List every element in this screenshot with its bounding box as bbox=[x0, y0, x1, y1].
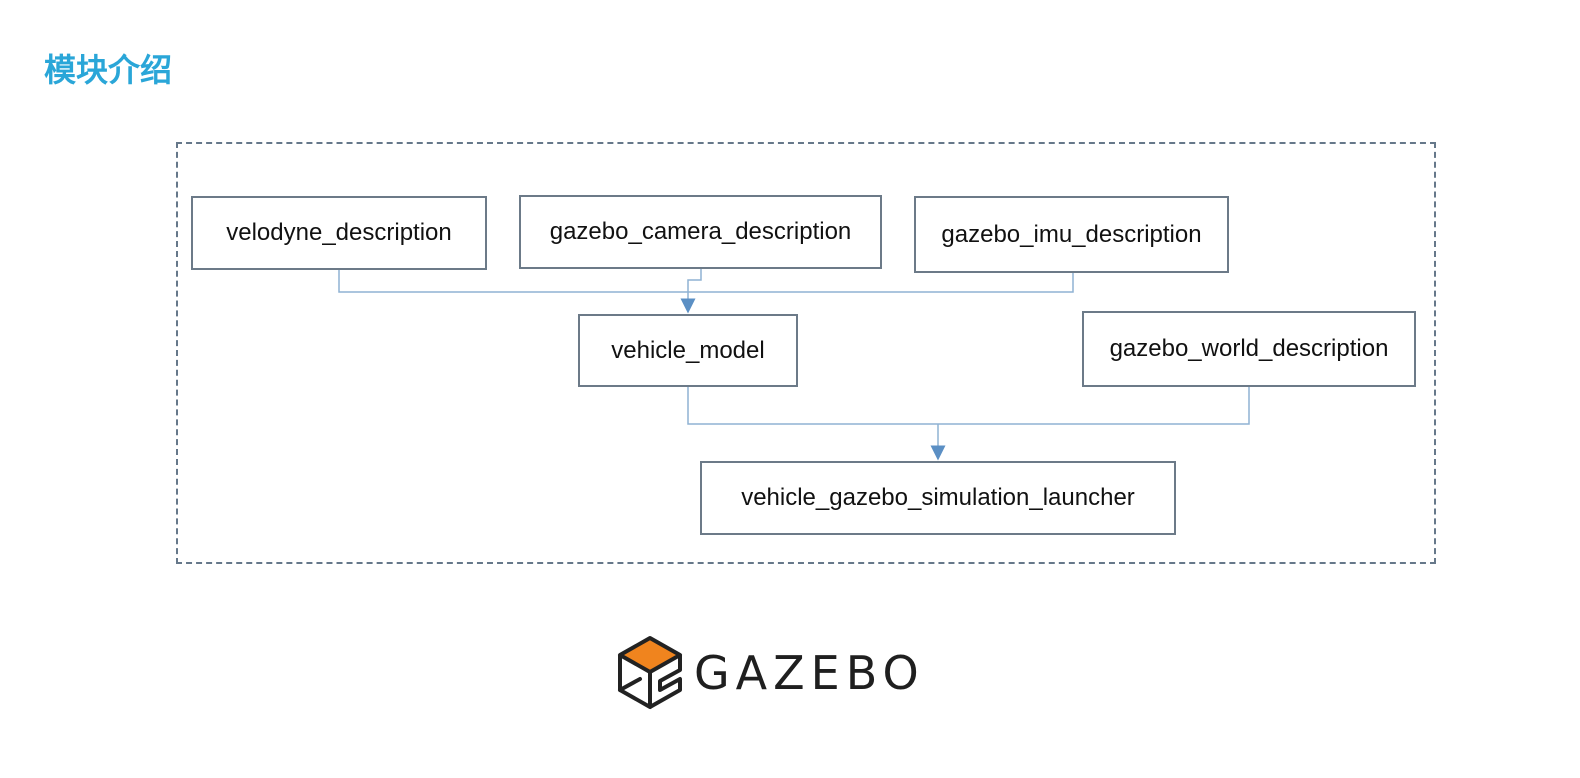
module-label: gazebo_world_description bbox=[1109, 335, 1389, 362]
gazebo-logo: GAZEBO bbox=[616, 634, 925, 712]
module-gazebo-camera-description: gazebo_camera_description bbox=[519, 195, 882, 269]
edge-vehicle-to-launcher bbox=[687, 387, 938, 425]
module-label: velodyne_description bbox=[226, 219, 452, 246]
edge-velodyne-to-vehicle bbox=[338, 270, 688, 293]
gazebo-cube-logo-icon bbox=[618, 636, 682, 709]
module-label: gazebo_camera_description bbox=[549, 218, 852, 245]
module-group-boundary bbox=[176, 142, 1436, 564]
edge-imu-to-vehicle bbox=[688, 273, 1074, 293]
slide-title: 模块介绍 bbox=[44, 51, 173, 89]
module-vehicle-model: vehicle_model bbox=[578, 314, 798, 387]
module-label: vehicle_gazebo_simulation_launcher bbox=[741, 484, 1135, 511]
gazebo-wordmark: GAZEBO bbox=[694, 646, 925, 700]
module-gazebo-world-description: gazebo_world_description bbox=[1082, 311, 1416, 387]
module-vehicle-gazebo-simulation-launcher: vehicle_gazebo_simulation_launcher bbox=[700, 461, 1176, 535]
module-label: vehicle_model bbox=[611, 336, 765, 364]
edge-world-to-launcher bbox=[938, 387, 1250, 425]
edge-camera-to-vehicle bbox=[680, 269, 702, 314]
module-label: gazebo_imu_description bbox=[941, 220, 1202, 248]
module-velodyne-description: velodyne_description bbox=[191, 196, 487, 270]
module-gazebo-imu-description: gazebo_imu_description bbox=[914, 196, 1229, 273]
